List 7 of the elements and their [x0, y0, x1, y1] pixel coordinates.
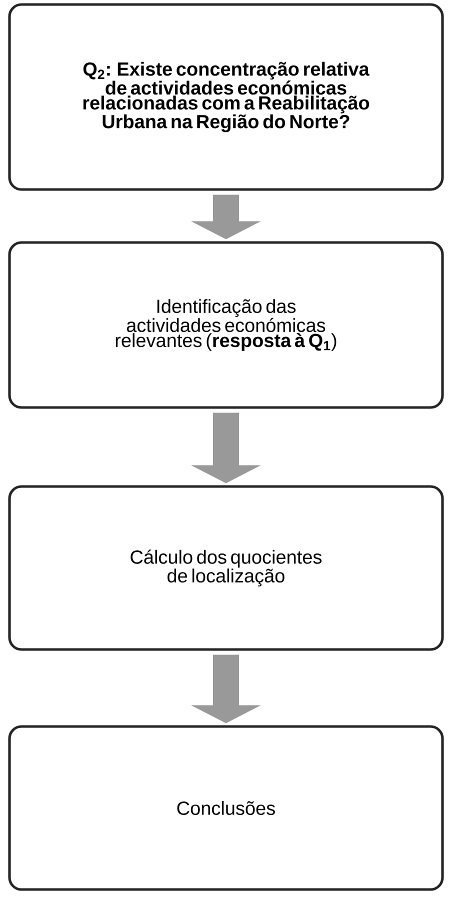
block-arrow — [191, 654, 261, 724]
process-box: Q$_{2}$: Existe concentração relativa de actividades económicas relacionadas com a Reabilitação Urbana na Região do Norte? — [8, 3, 444, 191]
process-box: Identificação das actividades económicas relevantes (resposta à Q$_{1}$) — [8, 241, 444, 409]
process-box: Conclusões — [8, 725, 444, 891]
block-arrow — [191, 412, 261, 484]
block-arrow — [191, 194, 261, 240]
process-box: Cálculo dos quocientes de localização — [8, 485, 444, 651]
